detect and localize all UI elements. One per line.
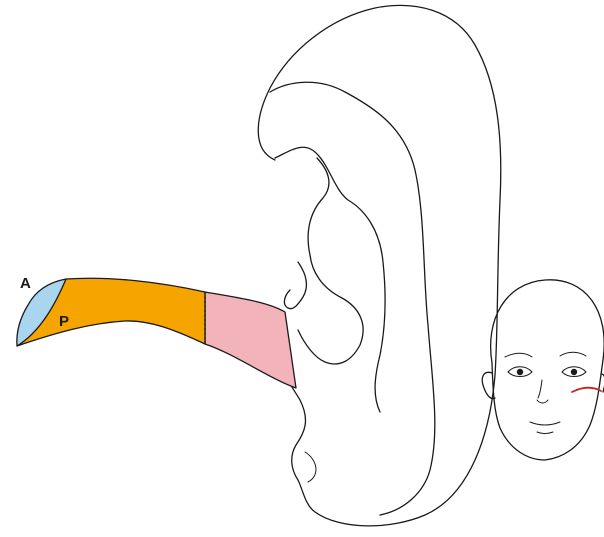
tragus — [284, 262, 306, 309]
concha-bowl — [298, 158, 363, 364]
right-pupil — [571, 369, 577, 375]
helix-inner-fold — [270, 82, 435, 515]
nose — [537, 400, 548, 403]
right-eyebrow — [560, 352, 586, 356]
label-posterior: P — [59, 313, 69, 330]
ear-lobule — [286, 375, 306, 480]
nose-bridge — [538, 380, 542, 398]
concha-section — [205, 292, 296, 388]
left-eyebrow — [505, 353, 532, 357]
incision-line — [572, 388, 601, 392]
label-anterior: A — [20, 275, 31, 292]
ear-canal-sections: A P — [17, 275, 296, 388]
ear-outline-icon — [258, 5, 501, 525]
face-thumbnail-icon — [482, 280, 604, 460]
lower-lip — [537, 432, 553, 434]
lobule-crease — [305, 452, 316, 482]
mouth — [530, 422, 560, 425]
left-pupil — [517, 369, 523, 375]
